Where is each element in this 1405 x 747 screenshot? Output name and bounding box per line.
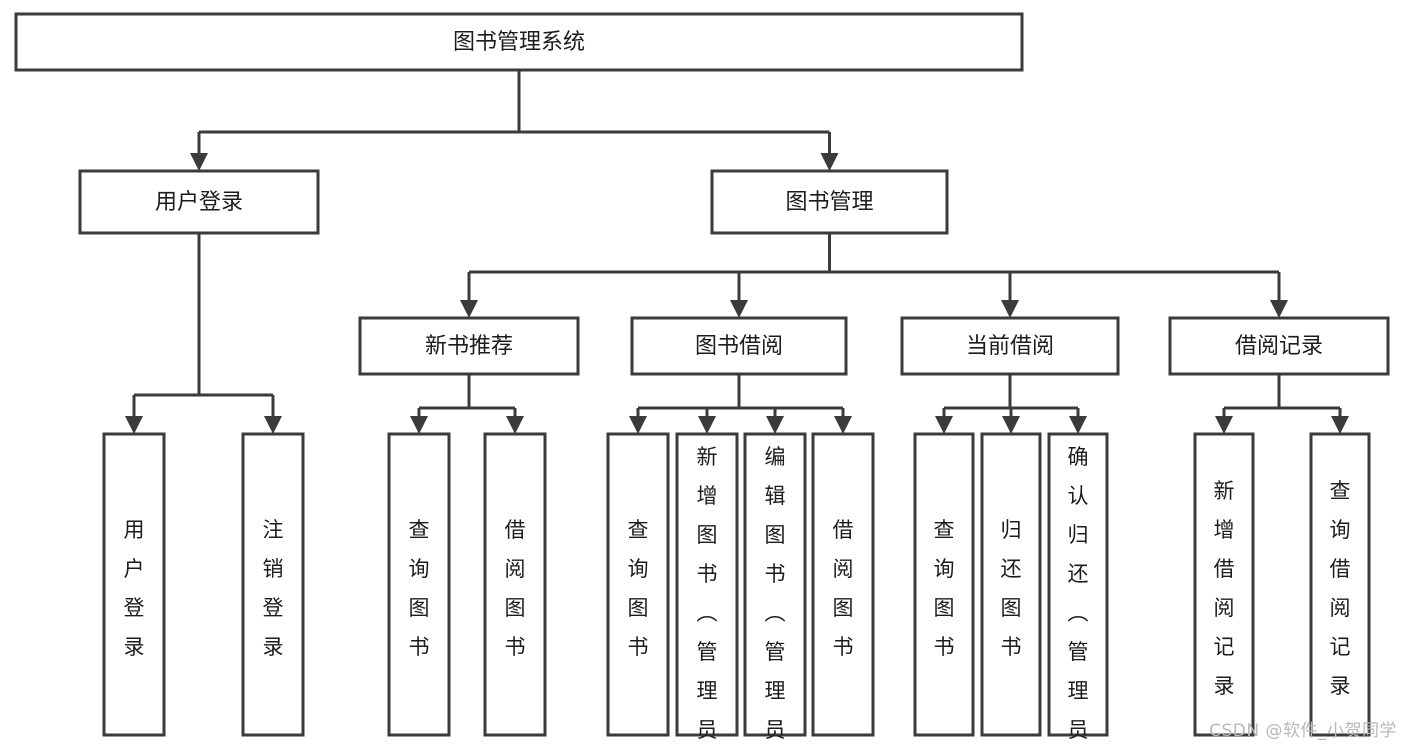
node-borrow-record-label: 借阅记录 (1235, 334, 1323, 359)
node-borrow-record[interactable]: 借阅记录 (1168, 316, 1390, 376)
newbook-to-leaves-arrow-0 (410, 416, 428, 434)
node-leaf-edit-book-label: 编辑图书︵管理员︶ (765, 445, 786, 747)
bookborrow-to-leaves-arrow-1 (698, 416, 716, 434)
node-leaf-add-book-rect (675, 432, 739, 737)
node-book-borrow[interactable]: 图书借阅 (630, 316, 848, 376)
node-leaf-add-book-label: 新增图书︵管理员︶ (697, 445, 718, 747)
connector-lines (125, 70, 1349, 434)
node-new-book-rec[interactable]: 新书推荐 (358, 316, 580, 376)
node-root-label: 图书管理系统 (453, 30, 585, 55)
node-leaf-query-book-2[interactable]: 查询图书 (606, 432, 670, 737)
bookborrow-to-leaves-arrow-0 (629, 416, 647, 434)
node-leaf-confirm-return-label: 确认归还︵管理员︶ (1068, 445, 1089, 747)
node-root-rect (14, 12, 1024, 72)
bookborrow-to-leaves-arrow-2 (766, 416, 784, 434)
node-leaf-query-book-1-label: 查询图书 (409, 518, 430, 659)
node-leaf-query-record-rect (1309, 432, 1371, 737)
bookmanage-to-level3-arrow-2 (1001, 300, 1019, 318)
node-leaf-logout-rect (241, 432, 305, 737)
node-leaf-confirm-return[interactable]: 确认归还︵管理员︶ (1047, 432, 1109, 747)
node-leaf-borrow-book-2-rect (811, 432, 875, 737)
node-leaf-borrow-book-2[interactable]: 借阅图书 (811, 432, 875, 737)
node-leaf-query-book-2-label: 查询图书 (628, 518, 649, 659)
node-leaf-user-login[interactable]: 用户登录 (102, 432, 166, 737)
userlogin-to-leaves-arrow-1 (264, 416, 282, 434)
borrowrecord-to-leaves-arrow-0 (1215, 416, 1233, 434)
node-book-borrow-label: 图书借阅 (695, 334, 783, 359)
node-leaf-query-book-3[interactable]: 查询图书 (913, 432, 975, 737)
node-leaf-logout[interactable]: 注销登录 (241, 432, 305, 737)
currentborrow-to-leaves-arrow-2 (1069, 416, 1087, 434)
node-leaf-return-book-rect (980, 432, 1042, 737)
node-leaf-add-record-rect (1193, 432, 1255, 737)
node-leaf-query-book-1-rect (387, 432, 451, 737)
node-book-borrow-rect (630, 316, 848, 376)
root-to-level2-arrow-1 (820, 153, 839, 171)
currentborrow-to-leaves-arrow-1 (1002, 416, 1020, 434)
node-leaf-query-book-3-label: 查询图书 (934, 518, 955, 659)
node-leaf-edit-book-rect (743, 432, 807, 737)
node-current-borrow[interactable]: 当前借阅 (900, 316, 1120, 376)
node-leaf-return-book-label: 归还图书 (1001, 518, 1022, 659)
currentborrow-to-leaves-arrow-0 (935, 416, 953, 434)
node-leaf-query-record[interactable]: 查询借阅记录 (1309, 432, 1371, 737)
node-user-login[interactable]: 用户登录 (78, 169, 320, 235)
node-book-manage-label: 图书管理 (785, 190, 873, 215)
node-leaf-borrow-book-2-label: 借阅图书 (833, 518, 854, 659)
node-current-borrow-rect (900, 316, 1120, 376)
node-leaf-add-record-label: 新增借阅记录 (1214, 479, 1235, 698)
node-leaf-query-book-2-rect (606, 432, 670, 737)
bookmanage-to-level3-arrow-1 (730, 300, 748, 318)
node-leaf-user-login-rect (102, 432, 166, 737)
newbook-to-leaves-arrow-1 (506, 416, 524, 434)
node-leaf-query-record-label: 查询借阅记录 (1330, 479, 1351, 698)
node-leaf-query-book-1[interactable]: 查询图书 (387, 432, 451, 737)
node-book-manage-rect (710, 169, 949, 235)
node-leaf-borrow-book-1-rect (483, 432, 547, 737)
node-book-manage[interactable]: 图书管理 (710, 169, 949, 235)
node-new-book-rec-label: 新书推荐 (425, 334, 513, 359)
node-boxes: 图书管理系统用户登录图书管理新书推荐图书借阅当前借阅借阅记录用户登录注销登录查询… (14, 12, 1390, 747)
node-leaf-logout-label: 注销登录 (263, 518, 284, 659)
node-leaf-add-record[interactable]: 新增借阅记录 (1193, 432, 1255, 737)
bookborrow-to-leaves-arrow-3 (834, 416, 852, 434)
node-current-borrow-label: 当前借阅 (966, 334, 1054, 359)
node-leaf-user-login-label: 用户登录 (124, 518, 145, 659)
node-root[interactable]: 图书管理系统 (14, 12, 1024, 72)
bookmanage-to-level3-arrow-0 (460, 300, 478, 318)
node-leaf-confirm-return-rect (1047, 432, 1109, 737)
node-leaf-query-book-3-rect (913, 432, 975, 737)
node-leaf-borrow-book-1[interactable]: 借阅图书 (483, 432, 547, 737)
node-leaf-return-book[interactable]: 归还图书 (980, 432, 1042, 737)
root-to-level2-arrow-0 (190, 153, 208, 171)
node-user-login-rect (78, 169, 320, 235)
node-borrow-record-rect (1168, 316, 1390, 376)
node-leaf-borrow-book-1-label: 借阅图书 (505, 518, 526, 659)
node-leaf-edit-book[interactable]: 编辑图书︵管理员︶ (743, 432, 807, 747)
node-leaf-add-book[interactable]: 新增图书︵管理员︶ (675, 432, 739, 747)
node-user-login-label: 用户登录 (155, 190, 243, 215)
userlogin-to-leaves-arrow-0 (125, 416, 143, 434)
bookmanage-to-level3-arrow-3 (1270, 300, 1288, 318)
borrowrecord-to-leaves-arrow-1 (1331, 416, 1349, 434)
node-new-book-rec-rect (358, 316, 580, 376)
